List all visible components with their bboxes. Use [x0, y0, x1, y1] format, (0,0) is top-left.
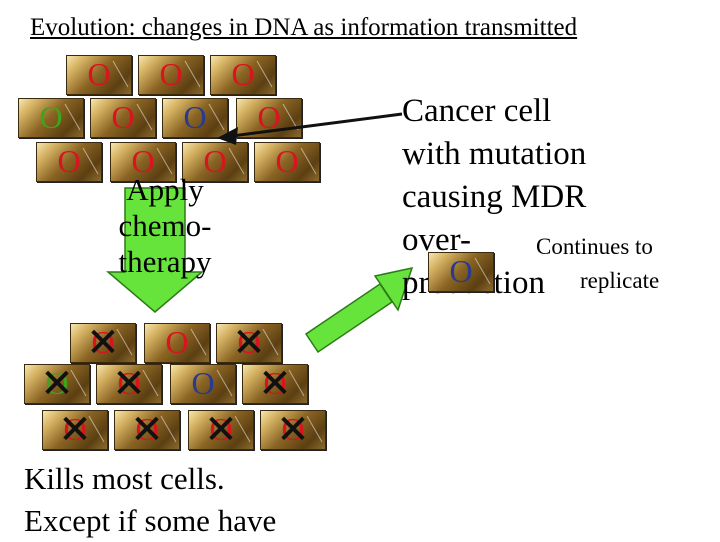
cell: O✕	[24, 361, 90, 407]
nucleus: O	[165, 324, 189, 360]
x-mark-icon: ✕	[86, 320, 120, 366]
cell: O	[138, 55, 204, 95]
cell: O✕	[96, 361, 162, 407]
cell: O	[162, 98, 228, 138]
nucleus: O	[183, 99, 207, 135]
apply-chemotherapy-label: Apply chemo- therapy	[118, 172, 212, 279]
x-mark-icon: ✕	[232, 320, 266, 366]
x-mark-icon: ✕	[204, 407, 238, 453]
cell: O	[254, 142, 320, 182]
continues-label: Continues to	[536, 234, 653, 259]
kills-caption: Kills most cells. Except if some have	[24, 461, 277, 538]
diagonal-arrow-icon	[304, 266, 414, 354]
cell: O	[18, 98, 84, 138]
nucleus: O	[203, 143, 227, 179]
x-mark-icon: ✕	[40, 361, 74, 407]
cell: O	[182, 142, 248, 182]
nucleus: O	[263, 365, 287, 401]
cell: O✕	[216, 320, 282, 366]
nucleus: O	[91, 324, 115, 360]
nucleus: O	[159, 56, 183, 92]
pointer-arrow-icon	[231, 112, 403, 138]
cell: O✕	[170, 364, 236, 404]
x-mark-icon: ✕	[58, 407, 92, 453]
nucleus: O	[231, 56, 255, 92]
cell: O✕	[42, 407, 108, 453]
cell: O	[110, 142, 176, 182]
x-mark-icon: ✕	[276, 407, 310, 453]
x-mark-icon: ✕	[112, 361, 146, 407]
nucleus: O	[87, 56, 111, 92]
nucleus: O	[135, 411, 159, 447]
cancer-cell-label: Cancer cell with mutation causing MDR ov…	[402, 93, 587, 301]
nucleus: O	[117, 365, 141, 401]
cell: O✕	[242, 361, 308, 407]
cell: O	[66, 55, 132, 95]
nucleus: O	[131, 143, 155, 179]
nucleus: O	[275, 143, 299, 179]
slide-title: Evolution: changes in DNA as information…	[30, 14, 578, 41]
cell: O✕	[260, 407, 326, 453]
down-arrow-icon	[105, 187, 205, 313]
nucleus: O	[237, 324, 261, 360]
cell: O✕	[70, 320, 136, 366]
cell: O	[210, 55, 276, 95]
x-mark-icon: ✕	[130, 407, 164, 453]
nucleus: O	[45, 365, 69, 401]
nucleus: O	[257, 99, 281, 135]
cell: O	[90, 98, 156, 138]
nucleus: O	[449, 253, 473, 289]
nucleus: O	[39, 99, 63, 135]
nucleus: O	[191, 365, 215, 401]
nucleus: O	[57, 143, 81, 179]
replicate-label: replicate	[580, 268, 660, 293]
nucleus: O	[63, 411, 87, 447]
cell: O✕	[188, 407, 254, 453]
mdr-cell: O	[428, 252, 494, 292]
nucleus: O	[111, 99, 135, 135]
cell: O✕	[144, 323, 210, 363]
nucleus: O	[209, 411, 233, 447]
cell: O✕	[114, 407, 180, 453]
nucleus: O	[281, 411, 305, 447]
cell: O	[36, 142, 102, 182]
x-mark-icon: ✕	[258, 361, 292, 407]
